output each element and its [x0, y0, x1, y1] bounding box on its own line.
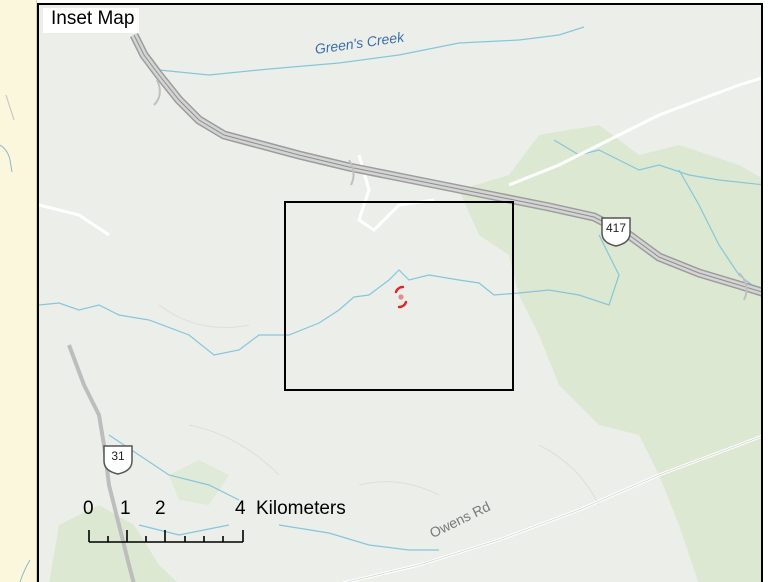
terrain-shading [158, 304, 600, 506]
highway-417-number: 417 [605, 221, 627, 235]
study-area-extent-box[interactable] [284, 201, 514, 391]
waterways [39, 26, 761, 551]
inset-map-frame[interactable]: Inset Map Green's Creek Owens Rd 417 31 … [37, 3, 763, 582]
scale-tick-label: 2 [155, 498, 166, 519]
highway-417-shield-icon: 417 [599, 213, 633, 247]
scale-tick-label: 1 [120, 498, 131, 519]
site-location-marker[interactable] [394, 285, 408, 309]
scale-unit-label: Kilometers [256, 498, 346, 519]
scale-tick-label: 0 [83, 498, 94, 519]
adjacent-map-features [0, 94, 31, 582]
highway-31-number: 31 [111, 449, 125, 463]
basemap [39, 26, 761, 582]
scale-bar-ruler [88, 530, 244, 543]
inset-map-title: Inset Map [43, 8, 140, 33]
highway-31-shield-icon: 31 [101, 441, 135, 475]
adjacent-map-panel [0, 0, 37, 582]
scale-tick-label: 4 [235, 498, 246, 519]
highway-417 [129, 32, 761, 301]
